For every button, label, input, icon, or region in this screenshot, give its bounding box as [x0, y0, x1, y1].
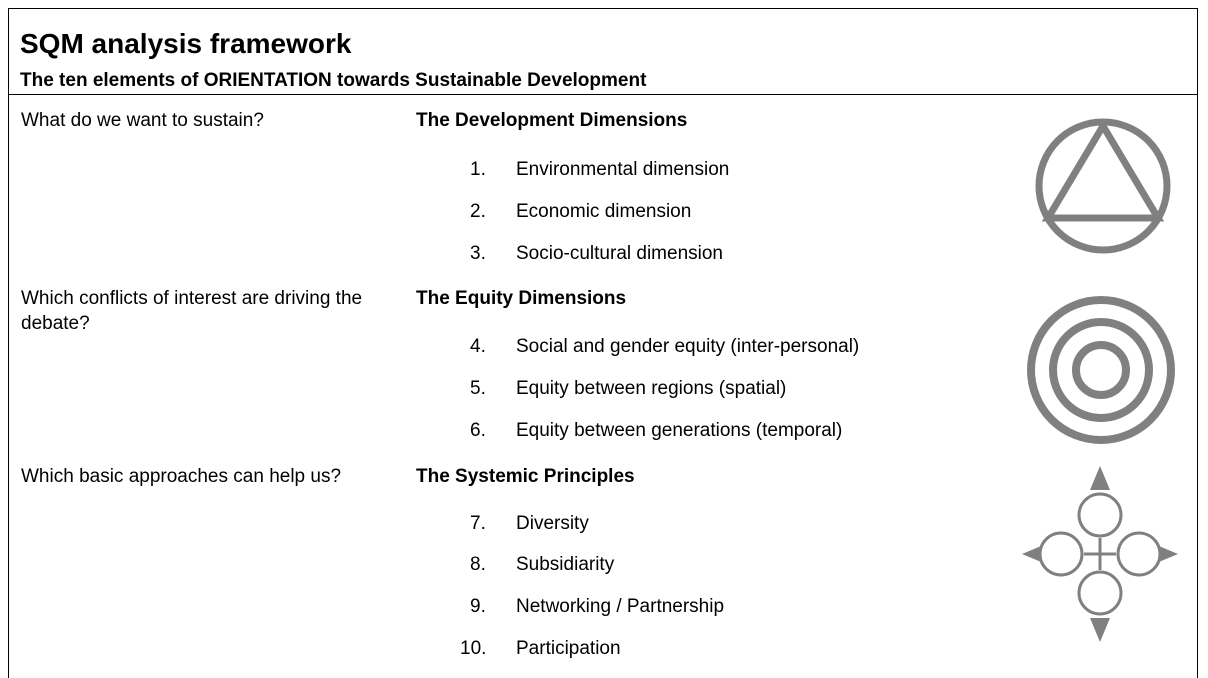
section-question: What do we want to sustain? [21, 110, 264, 131]
item-number: 4. [470, 336, 486, 357]
item-number: 9. [470, 596, 486, 617]
circle-triangle-icon [1035, 118, 1171, 254]
item-number: 8. [470, 554, 486, 575]
item-label: Economic dimension [516, 201, 692, 222]
four-circles-arrows-icon [1022, 466, 1178, 642]
item-number: 5. [470, 378, 486, 399]
item-label: Participation [516, 638, 621, 659]
item-number: 3. [470, 243, 486, 264]
item-label: Socio-cultural dimension [516, 243, 723, 264]
item-label: Networking / Partnership [516, 596, 725, 617]
item-number: 1. [470, 159, 486, 180]
section-heading: The Systemic Principles [416, 466, 635, 487]
item-label: Diversity [516, 513, 589, 534]
section-heading: The Equity Dimensions [416, 288, 627, 309]
page-title: SQM analysis framework [20, 28, 352, 59]
concentric-circles-icon [1027, 296, 1175, 444]
page-subtitle: The ten elements of ORIENTATION towards … [20, 70, 647, 91]
section-heading: The Development Dimensions [416, 110, 688, 131]
item-label: Equity between regions (spatial) [516, 378, 787, 399]
item-number: 7. [470, 513, 486, 534]
item-label: Environmental dimension [516, 159, 730, 180]
framework-frame [8, 8, 1198, 678]
item-number: 10. [460, 638, 487, 659]
section-question: Which conflicts of interest are driving … [21, 288, 363, 334]
section-question: Which basic approaches can help us? [21, 466, 342, 487]
item-label: Social and gender equity (inter-personal… [516, 336, 860, 357]
item-number: 2. [470, 201, 486, 222]
item-label: Equity between generations (temporal) [516, 420, 843, 441]
title-block: SQM analysis framework The ten elements … [8, 8, 1198, 95]
item-number: 6. [470, 420, 486, 441]
item-label: Subsidiarity [516, 554, 615, 575]
